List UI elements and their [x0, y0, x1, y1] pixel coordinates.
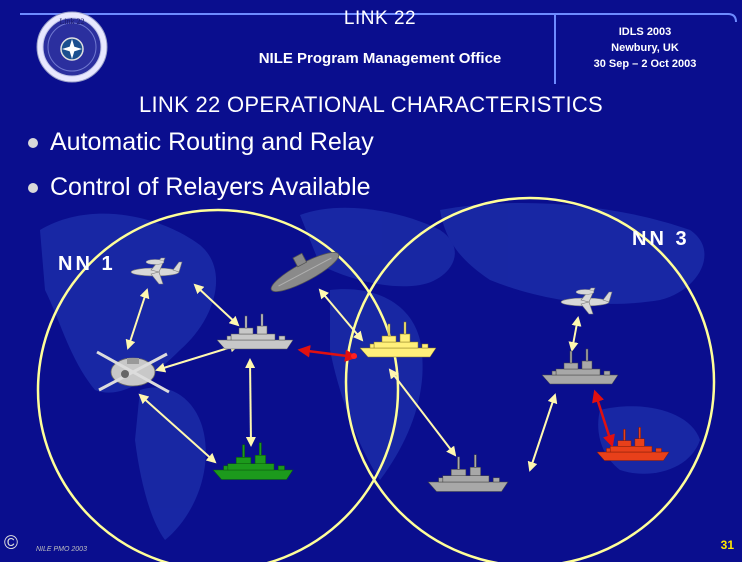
bullet-text: Control of Relayers Available — [50, 173, 371, 201]
link-line — [193, 283, 240, 327]
helicopter-icon — [96, 350, 170, 394]
link-line — [568, 316, 582, 352]
ship-icon — [359, 321, 437, 358]
relay-links — [297, 345, 615, 448]
link-line — [527, 393, 558, 472]
data-links — [125, 283, 582, 472]
ship-icon — [212, 442, 294, 480]
slide-subtitle: NILE Program Management Office — [258, 50, 502, 67]
submarine-icon — [270, 252, 340, 292]
ship-icon — [541, 348, 619, 385]
bullet-text: Automatic Routing and Relay — [50, 128, 374, 156]
link-line — [125, 288, 150, 350]
link-line — [318, 288, 364, 342]
ship-icon — [216, 313, 294, 350]
event-dates: 30 Sep – 2 Oct 2003 — [593, 58, 697, 70]
bullet-dot-icon — [28, 137, 38, 148]
link22-logo: Link 22 — [36, 11, 108, 83]
link-line — [245, 358, 256, 447]
page-number: 31 — [720, 538, 734, 552]
link-line — [388, 368, 457, 457]
relay-node — [351, 353, 357, 359]
ship-icon — [427, 454, 509, 492]
aircraft-icon — [130, 257, 183, 285]
logo-text: Link 22 — [59, 17, 84, 26]
bullet-item: Automatic Routing and Relay — [28, 128, 374, 157]
aircraft-icon — [560, 287, 613, 315]
footer-org: NILE PMO 2003 — [36, 546, 87, 553]
event-name: IDLS 2003 — [618, 26, 672, 38]
relay-link-line — [297, 345, 358, 362]
network-label-nn1: NN 1 — [58, 253, 116, 275]
slide-title: LINK 22 — [343, 8, 417, 29]
network-3-boundary — [344, 196, 716, 562]
event-location: Newbury, UK — [611, 42, 679, 54]
bullet-dot-icon — [28, 182, 38, 193]
relay-link-line — [592, 389, 615, 448]
bullet-item: Control of Relayers Available — [28, 173, 371, 202]
copyright-symbol: © — [4, 533, 18, 554]
link-line — [155, 342, 240, 373]
network-label-nn3: NN 3 — [632, 228, 690, 250]
link-line — [138, 393, 217, 464]
header-frame — [20, 13, 737, 84]
section-heading: LINK 22 OPERATIONAL CHARACTERISTICS — [138, 92, 604, 117]
